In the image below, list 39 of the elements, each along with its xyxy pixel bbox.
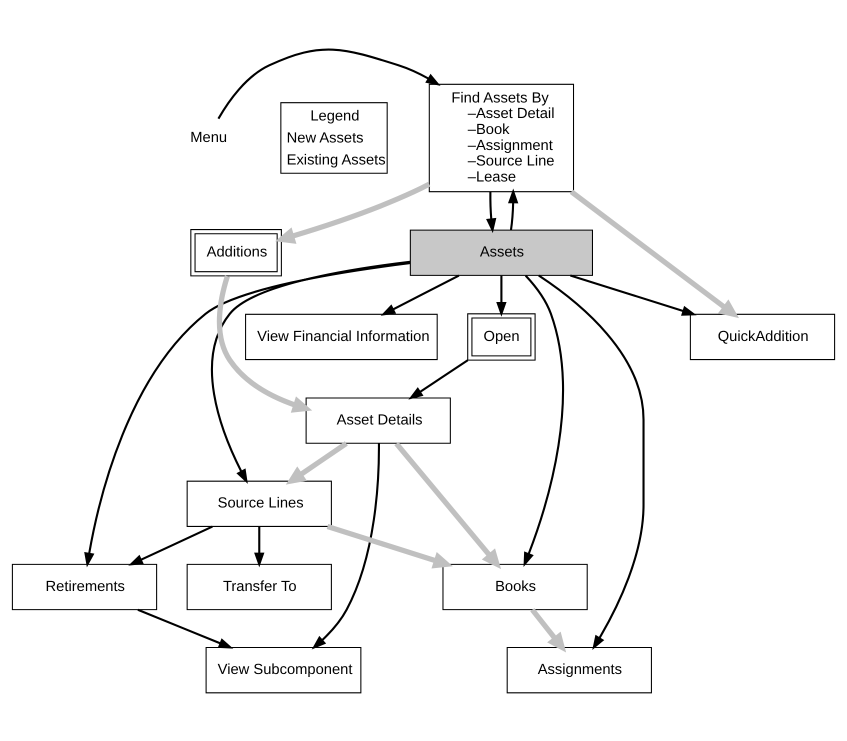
label: Legend: [310, 108, 360, 124]
arrow: [380, 274, 460, 316]
arrow: [326, 523, 453, 568]
arrow: [84, 262, 410, 567]
node-box: Transfer To: [186, 563, 332, 610]
arrow: [137, 608, 234, 648]
arrow: [286, 440, 348, 484]
node-box: QuickAddition: [690, 313, 836, 360]
arrow: [218, 48, 441, 119]
node-text: Menu: [190, 129, 228, 146]
legend-label: New Assets: [286, 130, 364, 146]
node-box: Assignments: [506, 646, 652, 693]
arrow: [216, 274, 312, 412]
legend-label: Existing Assets: [286, 152, 386, 168]
arrow: [508, 188, 518, 230]
node-box: Books: [442, 563, 588, 610]
node-box: Find Assets By –Asset Detail –Book –Assignment –Source Line –Lease: [428, 83, 574, 192]
arrow: [486, 191, 496, 233]
arrow: [538, 274, 645, 650]
arrow: [128, 525, 213, 566]
node-box: Additions: [190, 228, 282, 276]
node-box: Open: [467, 312, 536, 360]
node-box: Assets: [410, 229, 593, 276]
arrow: [394, 441, 502, 569]
arrow: [210, 260, 410, 484]
node-box: View Subcomponent: [206, 646, 362, 693]
arrow: [496, 275, 507, 316]
arrow: [275, 181, 430, 244]
node-box: View Financial Information: [245, 313, 438, 360]
arrow: [524, 274, 564, 566]
node-box: Asset Details: [306, 396, 451, 444]
node-box: Retirements: [12, 563, 158, 610]
arrow: [312, 442, 380, 649]
arrow: [570, 274, 697, 316]
arrow: [254, 526, 264, 567]
arrow: [530, 608, 566, 652]
arrow: [570, 189, 739, 318]
node-box: Source Lines: [186, 480, 332, 526]
arrow: [408, 358, 468, 400]
